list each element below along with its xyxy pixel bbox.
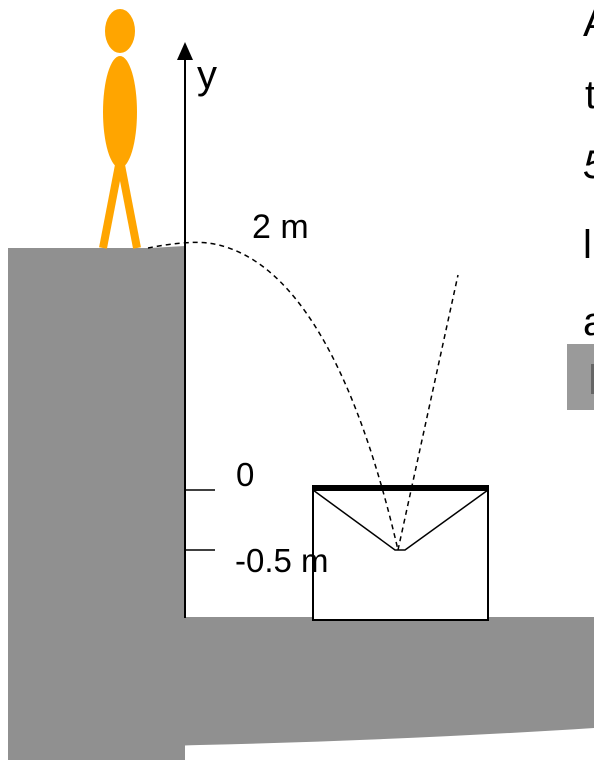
side-text-line4: l bbox=[583, 223, 592, 267]
gray-answer-box bbox=[567, 344, 594, 410]
zero-label: 0 bbox=[236, 456, 254, 493]
depth-label: -0.5 m bbox=[235, 542, 329, 579]
person-leg-left bbox=[99, 164, 123, 249]
trajectory-path bbox=[147, 241, 399, 551]
gray-answer-box-inner bbox=[591, 364, 594, 394]
container-funnel bbox=[312, 489, 489, 551]
rebound-path bbox=[397, 274, 459, 551]
side-text-line3: 5 bbox=[583, 143, 594, 187]
side-text-line5: a bbox=[583, 300, 594, 344]
launch-height-label: 2 m bbox=[252, 208, 309, 246]
side-text-line1: A bbox=[583, 1, 594, 45]
y-axis-label: y bbox=[197, 53, 217, 97]
ground bbox=[8, 617, 594, 756]
person-figure bbox=[99, 9, 141, 249]
container-box bbox=[312, 487, 489, 621]
person-head bbox=[105, 9, 135, 53]
person-body bbox=[103, 56, 137, 168]
side-text-line2: t bbox=[585, 73, 594, 117]
y-axis-arrowhead bbox=[177, 42, 193, 60]
person-leg-right bbox=[117, 164, 141, 249]
